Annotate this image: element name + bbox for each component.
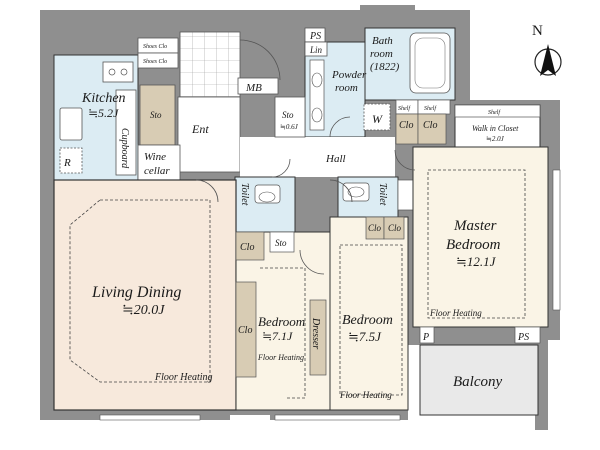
vanity (309, 59, 325, 131)
wine-cellar (137, 144, 181, 181)
compass-north-label: N (532, 23, 543, 39)
bath-size: (1822) (370, 61, 400, 73)
meter-box (237, 77, 279, 95)
shelf-3 (454, 104, 541, 118)
kitchen-size: ≒5.2J (88, 106, 119, 120)
shelf-label-3: Shelf (488, 109, 501, 116)
bedroom-1-storage (269, 231, 295, 253)
meter-box-label: MB (245, 82, 262, 94)
door-living[interactable] (195, 179, 219, 203)
kitchen-name: Kitchen (81, 91, 126, 106)
master-closet-2 (417, 113, 447, 145)
entry-tiles (179, 31, 241, 98)
door-bedroom-1[interactable] (299, 249, 325, 275)
bedroom-1-closet-top (235, 231, 265, 261)
wine-label-1: Wine (144, 151, 166, 163)
linen-label: Lin (309, 45, 323, 55)
entrance-label: Ent (191, 122, 209, 136)
bath-name-2: room (370, 48, 393, 60)
bedroom-2-heating: Floor Heating (339, 390, 392, 400)
fridge-label: R (63, 157, 71, 169)
bedroom-1-size: ≒7.1J (262, 329, 293, 343)
window-bottom-2 (274, 414, 401, 421)
living-heating-dash (69, 199, 211, 383)
powder-name-2: room (335, 82, 358, 94)
toilet-label-1: Toilet (239, 183, 250, 206)
bedroom-2-size: ≒7.5J (348, 329, 382, 344)
bedroom-1-heating: Floor Heating (257, 353, 304, 362)
shelf-label-1: Shelf (398, 105, 411, 112)
master-bedroom (412, 146, 549, 328)
balcony-name: Balcony (453, 374, 502, 390)
master-closet-label-1: Clo (399, 120, 413, 131)
pipe-space-top-label: PS (309, 31, 321, 42)
pipe-space-bottom (514, 326, 541, 344)
master-closet-label-2: Clo (423, 120, 437, 131)
washer-label: W (372, 112, 383, 126)
cupboard (115, 89, 137, 176)
hall-storage (274, 96, 306, 138)
bathtub (409, 32, 451, 94)
door-toilet-1[interactable] (271, 158, 291, 178)
bedroom-1-closet-side-label: Clo (238, 325, 252, 336)
washer (363, 103, 391, 131)
living-dining (53, 179, 237, 411)
living-heating: Floor Heating (154, 372, 213, 383)
entry-door-swing[interactable] (239, 39, 281, 81)
hall-storage-label: Sto (282, 110, 294, 120)
compass-arrow-icon (540, 44, 556, 76)
hall (240, 137, 395, 177)
entry-storage-label: Sto (150, 110, 162, 120)
master-heating: Floor Heating (429, 308, 482, 318)
pipe-space-bottom-label: PS (517, 332, 529, 343)
door-powder[interactable] (329, 116, 351, 138)
bedroom-2-closet-label-a: Clo (368, 223, 382, 233)
living-size: ≒20.0J (122, 303, 165, 318)
fridge (59, 147, 83, 174)
walk-in-closet-label: Walk in Closet (472, 124, 519, 133)
dresser-label: Dresser (310, 317, 321, 349)
shoe-closet-label-2: Shoes Clo (143, 59, 167, 65)
corner-wall-tl (40, 10, 54, 55)
pipe-space-p-label: P (422, 332, 429, 343)
pipe-space-p (419, 326, 435, 344)
bedroom-1-name: Bedroom (258, 314, 305, 329)
linen-closet (304, 41, 328, 57)
shoe-closet-label-1: Shoes Clo (143, 44, 167, 50)
bath-name: Bath (372, 35, 393, 47)
walk-in-closet-size: ≒2.0J (486, 135, 505, 143)
bedroom-2-name: Bedroom (342, 313, 393, 328)
cupboard-label: Cupboard (119, 128, 130, 169)
shoe-closet-2 (137, 52, 179, 69)
toilet-label-2: Toilet (377, 183, 388, 206)
master-name: Master (453, 218, 497, 234)
sink (59, 107, 83, 141)
bedroom-1-storage-label: Sto (275, 238, 287, 248)
powder-name: Powder (331, 69, 367, 81)
stove (102, 61, 134, 83)
window-bottom-1 (99, 414, 201, 421)
bedroom-2 (329, 216, 409, 411)
master-name-2: Bedroom (446, 237, 501, 253)
wine-label-2: cellar (144, 165, 170, 177)
compass: N (532, 23, 562, 76)
corner-wall-bl (40, 380, 54, 420)
bedroom-2-closet-b (383, 216, 405, 240)
shelf-label-2: Shelf (424, 105, 437, 112)
door-bedroom-2[interactable] (329, 179, 353, 203)
dresser (309, 299, 327, 376)
bedroom-1-closet-top-label: Clo (240, 242, 254, 253)
bedroom-2-closet-label-b: Clo (388, 223, 402, 233)
hall-storage-size: ≒0.6J (280, 123, 299, 131)
door-master[interactable] (394, 149, 416, 171)
window-right (552, 169, 561, 311)
entry-hall-floor (177, 96, 241, 173)
master-size: ≒12.1J (456, 254, 497, 269)
living-name: Living Dining (91, 284, 181, 301)
bedroom-1-closet-side (235, 281, 257, 378)
balcony (419, 344, 539, 416)
hall-label: Hall (325, 153, 346, 165)
